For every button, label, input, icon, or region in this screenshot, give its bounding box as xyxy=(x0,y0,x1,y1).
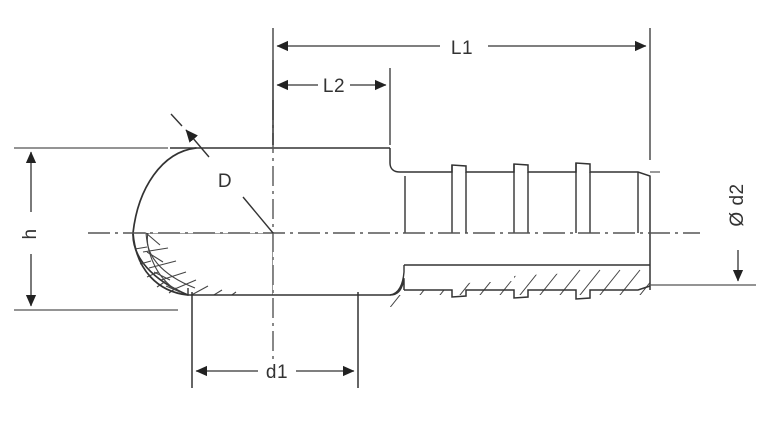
d2-label: Ø d2 xyxy=(727,183,748,226)
hose-tail-section-hatching xyxy=(390,269,650,307)
dimension-d1: d1 xyxy=(191,292,359,388)
hose-tail-barb-detail-lines xyxy=(404,163,639,233)
L2-label: L2 xyxy=(323,76,345,97)
D-leader-lower xyxy=(242,196,274,234)
D-label: D xyxy=(218,171,232,192)
dimension-d2: Ø d2 xyxy=(650,171,756,286)
d1-label: d1 xyxy=(266,362,288,383)
D-leader-tail-tick xyxy=(170,113,183,127)
fitting-body-outline xyxy=(170,147,405,296)
dimension-h: h xyxy=(14,147,178,311)
dimension-L2: L2 xyxy=(272,60,391,145)
dimension-D-radius-leader: D xyxy=(170,113,274,234)
hose-tail-bottom-profile xyxy=(404,285,651,300)
hose-tail-section-boundary xyxy=(389,264,650,296)
hose-tail-top-profile xyxy=(400,162,651,290)
ball-head-section-hatching xyxy=(132,233,273,295)
D-leader-upper xyxy=(185,129,210,158)
h-label: h xyxy=(20,228,41,239)
L1-label: L1 xyxy=(451,38,473,59)
